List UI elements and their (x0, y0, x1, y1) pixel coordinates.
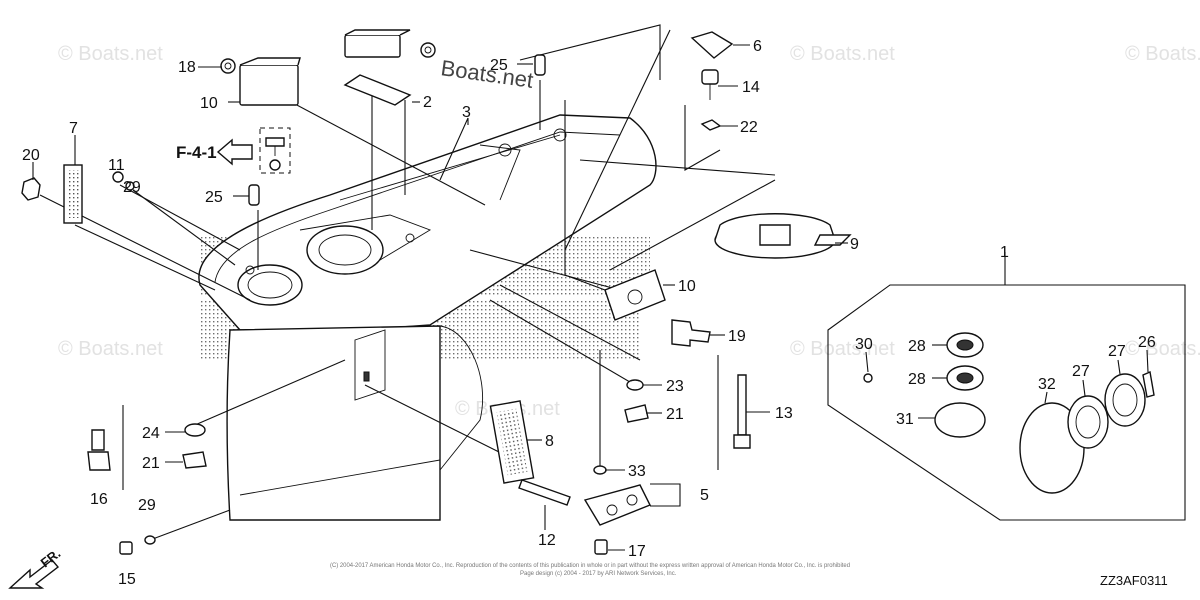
callout-26: 26 (1138, 334, 1156, 351)
callout-1: 1 (1000, 244, 1009, 261)
reference-label: F-4-1 (176, 143, 217, 162)
callout-28: 28 (908, 338, 926, 355)
bracket-lines (122, 284, 1186, 521)
watermark-text: © Boats.net (790, 43, 895, 65)
callout-29: 29 (138, 497, 156, 514)
callout-5: 5 (700, 487, 709, 504)
copyright-block: (C) 2004-2017 American Honda Motor Co., … (330, 563, 850, 577)
gear-case-body (198, 114, 657, 521)
callout-18: 18 (178, 59, 196, 76)
callout-31: 31 (896, 411, 914, 428)
watermark-text: © Boats.net (1125, 43, 1200, 65)
callout-9: 9 (850, 236, 859, 253)
copyright-line: (C) 2004-2017 American Honda Motor Co., … (330, 563, 850, 569)
callout-7: 7 (69, 120, 78, 137)
leader-lines (39, 24, 776, 541)
reference-arrow-icon (216, 138, 253, 166)
callout-19: 19 (728, 328, 746, 345)
callout-27: 27 (1072, 363, 1090, 380)
callout-33: 33 (628, 463, 646, 480)
callout-3: 3 (462, 104, 471, 121)
callout-30: 30 (855, 336, 873, 353)
diagram-code: ZZ3AF0311 (1100, 573, 1168, 588)
callout-21: 21 (142, 455, 160, 472)
callout-leaders (32, 44, 1149, 551)
watermark-text: © Boats.net (1125, 338, 1200, 360)
callout-17: 17 (628, 543, 646, 560)
front-indicator: FR. (8, 546, 64, 589)
callout-8: 8 (545, 433, 554, 450)
watermark-text: © Boats.net (58, 43, 163, 65)
watermark-site-text: Boats.net (439, 55, 535, 93)
callout-25: 25 (490, 57, 508, 74)
callout-16: 16 (90, 491, 108, 508)
callout-27: 27 (1108, 343, 1126, 360)
callout-10: 10 (200, 95, 218, 112)
callout-21: 21 (666, 406, 684, 423)
copyright-line: Page design (c) 2004 - 2017 by ARI Netwo… (520, 571, 677, 577)
callout-23: 23 (666, 378, 684, 395)
callout-13: 13 (775, 405, 793, 422)
callout-12: 12 (538, 532, 556, 549)
callout-11: 11 (108, 157, 125, 174)
callout-14: 14 (742, 79, 760, 96)
callout-22: 22 (740, 119, 758, 136)
callout-6: 6 (753, 38, 762, 55)
callout-28: 28 (908, 371, 926, 388)
callout-10: 10 (678, 278, 696, 295)
callout-2: 2 (423, 94, 432, 111)
callout-29: 29 (123, 179, 141, 196)
callout-24: 24 (142, 425, 160, 442)
reference-box: F-4-1 (176, 127, 291, 174)
front-arrow-icon (8, 559, 60, 589)
front-label: FR. (38, 546, 64, 571)
callout-20: 20 (22, 147, 40, 164)
small-parts (21, 29, 1155, 555)
callout-15: 15 (118, 571, 136, 588)
watermark-text: © Boats.net (790, 338, 895, 360)
watermark-text: © Boats.net (58, 338, 163, 360)
callout-25: 25 (205, 189, 223, 206)
callout-labels: 1 2 3 5 6 7 8 9 10 10 11 12 13 14 15 16 … (22, 38, 1156, 588)
callout-32: 32 (1038, 376, 1056, 393)
